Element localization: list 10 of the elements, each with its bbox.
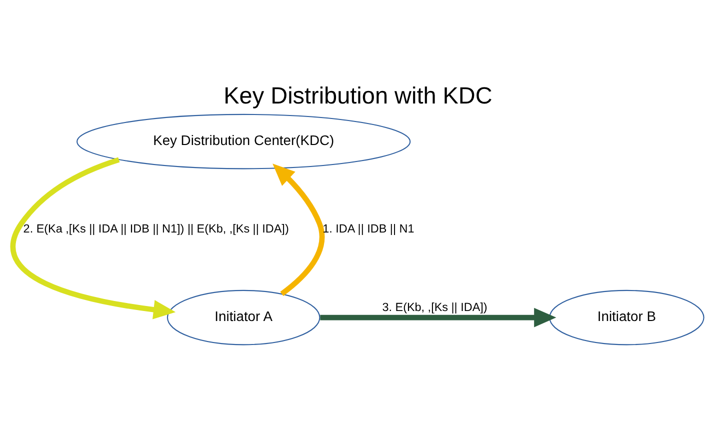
node-ellipse: Key Distribution Center(KDC) [76,114,411,170]
arrow [10,157,176,320]
diagram-title: Key Distribution with KDC [224,82,492,108]
node-ellipse: Initiator A [166,290,320,346]
node-ellipse: Initiator B [549,290,704,346]
edge-label: 2. E(Ka ,[Ks || IDA || IDB || N1]) || E(Kb, ,[Ks || IDA]) [23,222,289,236]
arrow [272,164,325,296]
arrow [320,308,556,328]
edge-label: 1. IDA || IDB || N1 [322,222,414,236]
edge-label: 3. E(Kb, ,[Ks || IDA]) [382,300,488,314]
